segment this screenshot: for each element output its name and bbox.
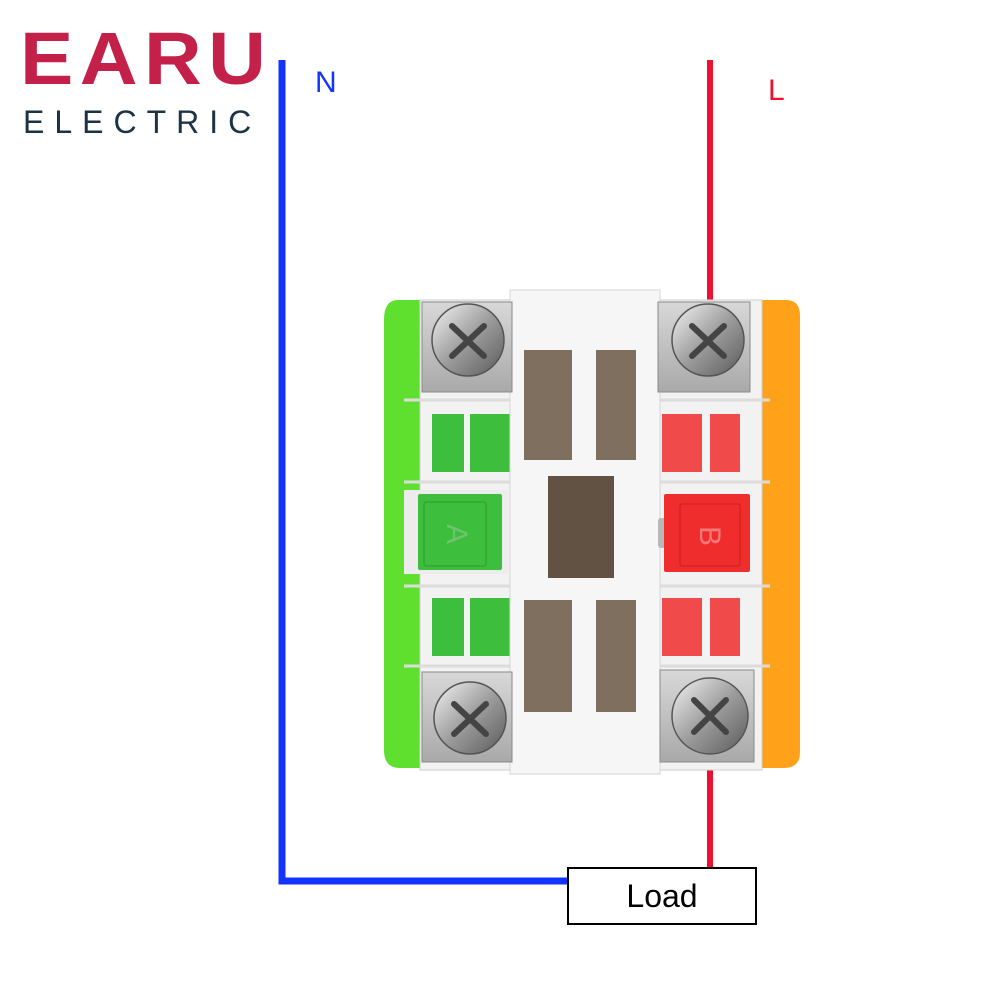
button-a: A xyxy=(404,490,508,574)
orange-end-cap-edge xyxy=(758,378,788,694)
logo-tagline: ELECTRIC xyxy=(23,104,262,140)
green-window-group xyxy=(432,414,510,656)
neutral-label: N xyxy=(315,66,337,99)
button-b: B xyxy=(664,494,750,572)
load-box: Load xyxy=(567,867,757,925)
screw-terminal-top-right xyxy=(657,301,751,393)
neutral-wire xyxy=(278,60,567,885)
center-contact-shadow xyxy=(548,476,614,578)
load-label: Load xyxy=(626,877,698,914)
logo-brand: EARU xyxy=(20,17,273,100)
brand-logo: EARU ELECTRIC xyxy=(20,22,266,139)
screw-terminal-top-left xyxy=(421,301,513,393)
red-window-group xyxy=(662,414,740,656)
green-end-cap-edge xyxy=(384,372,410,698)
screw-terminal-bottom-right xyxy=(659,669,755,763)
line-label: L xyxy=(768,74,785,107)
screw-terminal-bottom-left xyxy=(421,671,513,763)
button-b-letter: B xyxy=(693,526,726,546)
button-a-letter: A xyxy=(440,524,473,544)
switch-body: A B xyxy=(384,289,800,775)
